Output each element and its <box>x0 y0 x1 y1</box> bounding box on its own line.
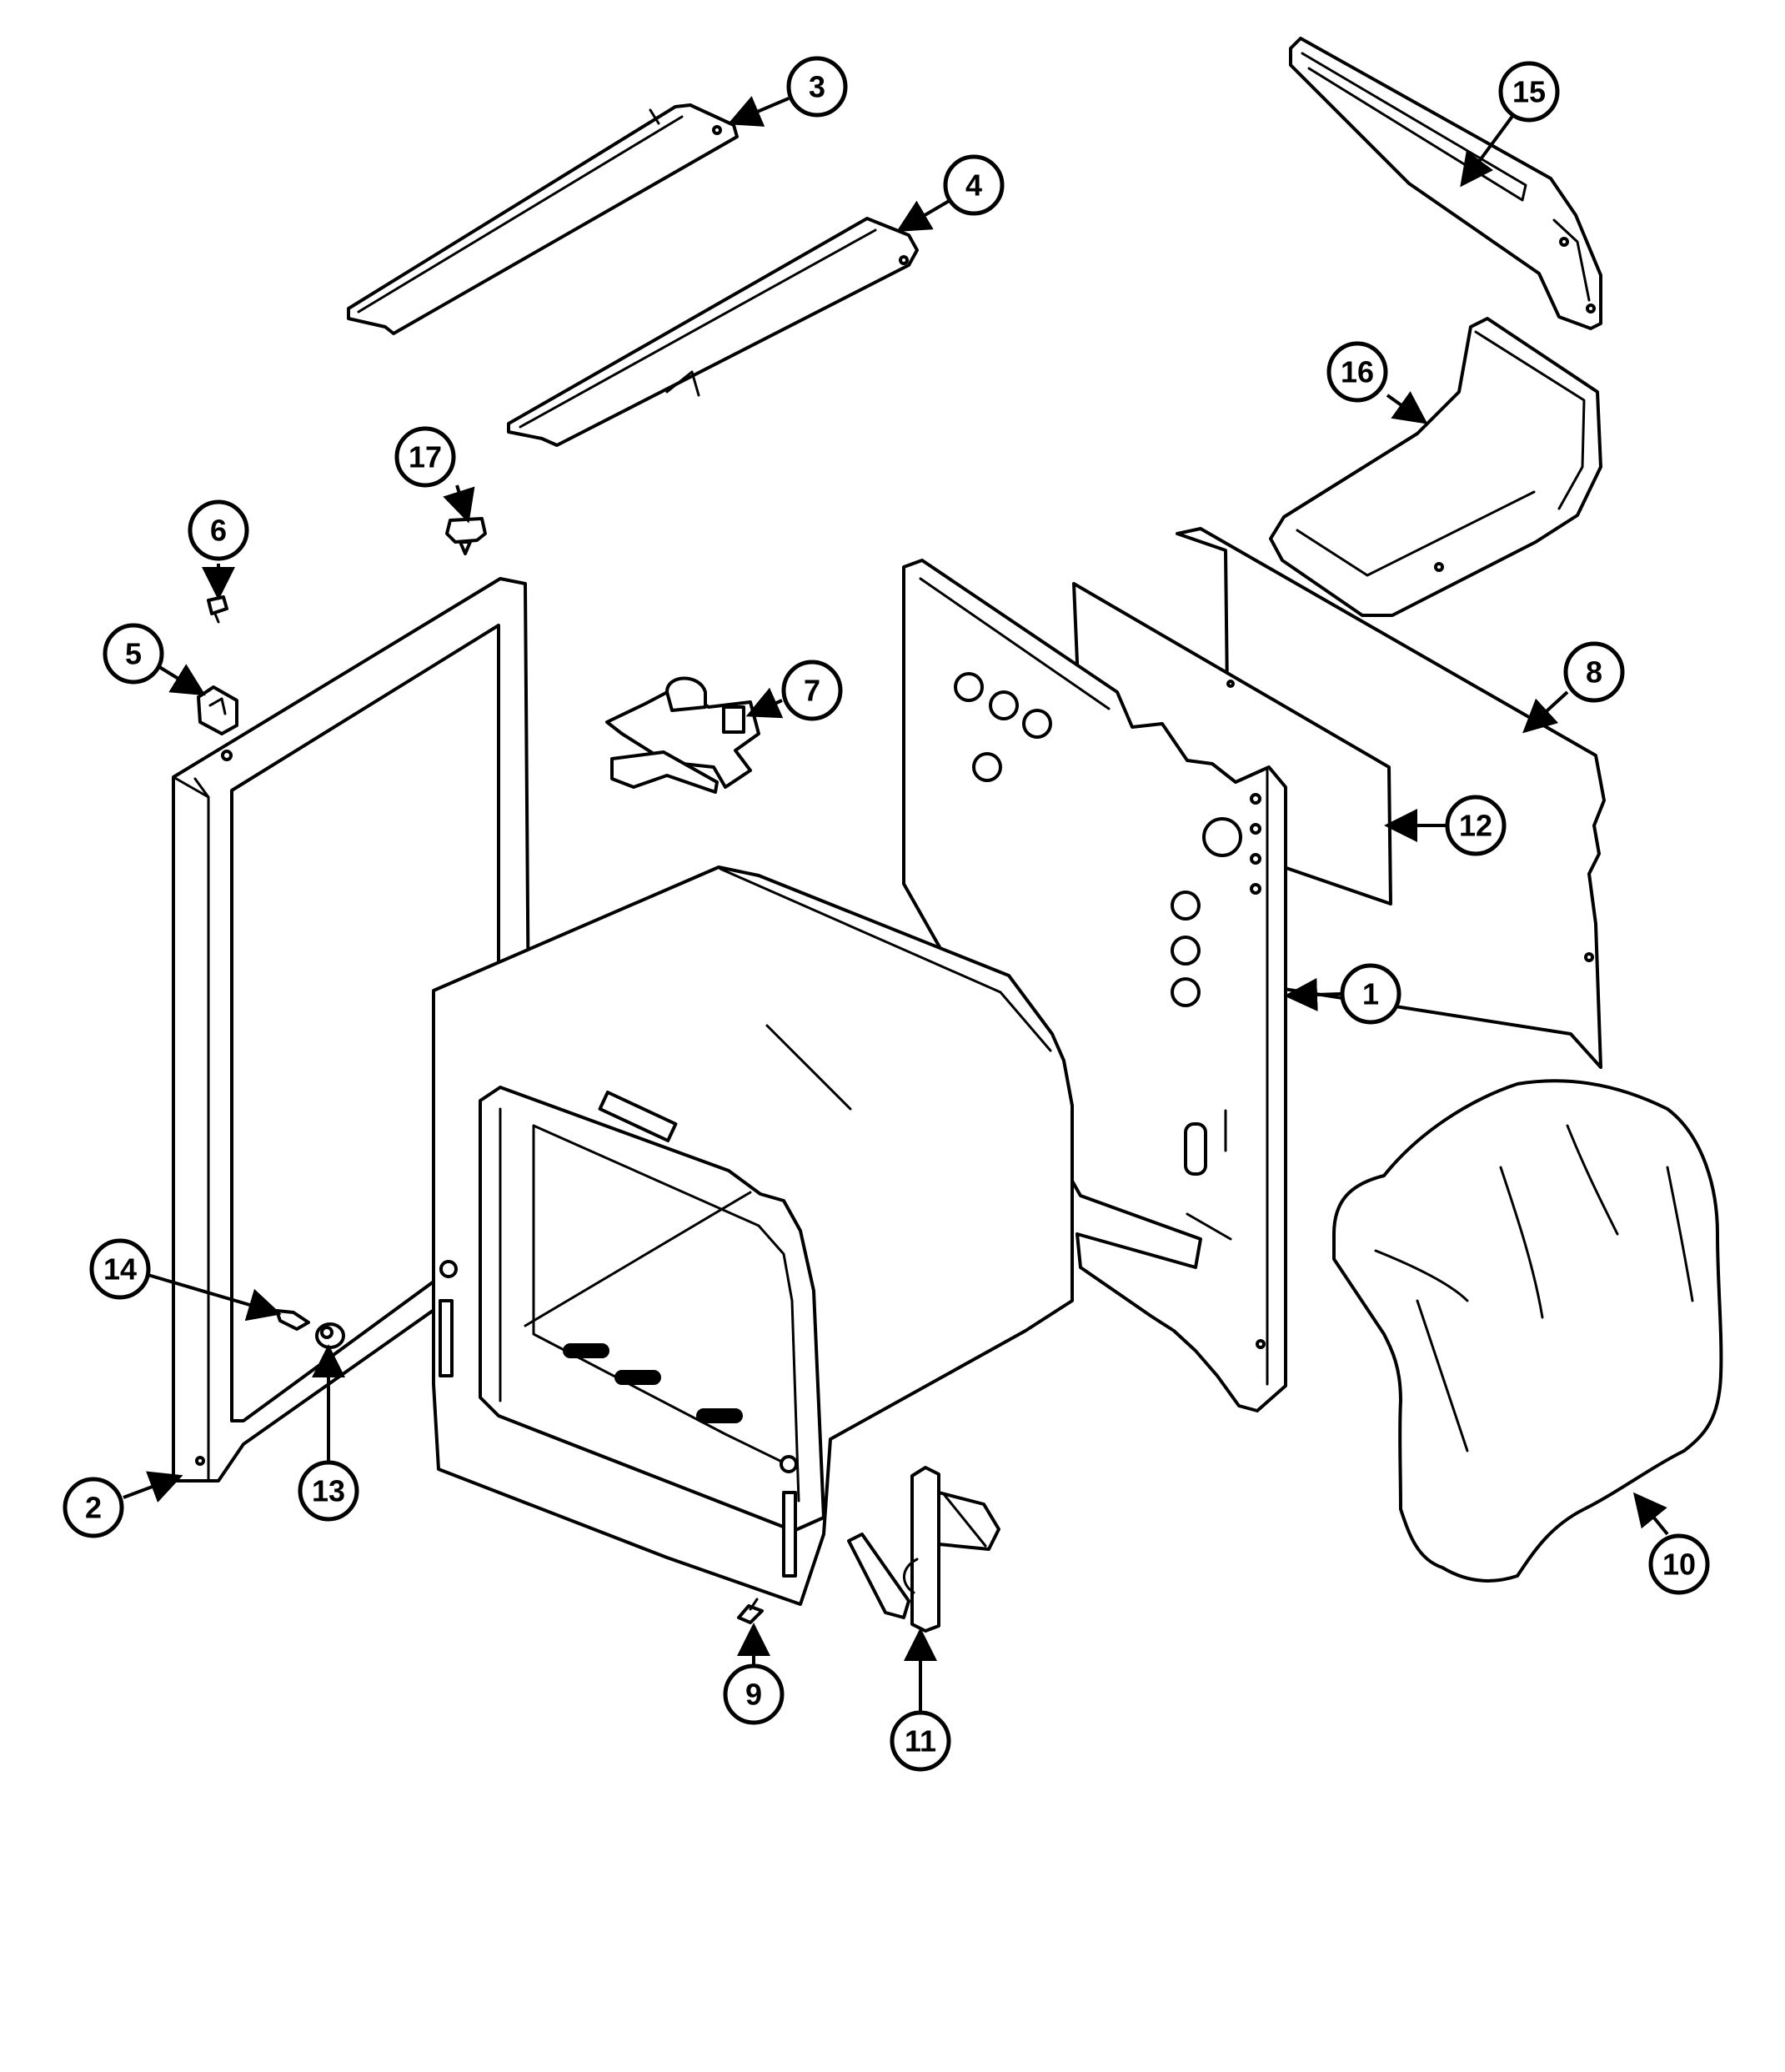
side-frame-part-1 <box>902 559 1287 1412</box>
svg-text:7: 7 <box>804 674 820 708</box>
svg-text:15: 15 <box>1512 75 1546 109</box>
svg-text:4: 4 <box>965 168 982 203</box>
leader-3 <box>727 96 790 127</box>
air-duct-part-16 <box>1269 317 1602 617</box>
leader-2 <box>123 1471 183 1503</box>
svg-text:11: 11 <box>905 1724 936 1758</box>
leader-7 <box>745 687 784 719</box>
callouts: 1 2 3 4 5 6 7 8 9 10 11 12 13 14 15 16 1… <box>63 56 1710 1772</box>
leader-1 <box>1284 977 1341 1011</box>
callout-9: 9 <box>723 1663 785 1725</box>
switch-assembly-part-7 <box>605 676 760 794</box>
svg-text:12: 12 <box>1459 809 1492 843</box>
callout-16: 16 <box>1326 341 1388 403</box>
leader-16 <box>1386 391 1428 424</box>
svg-text:9: 9 <box>745 1678 762 1712</box>
svg-text:14: 14 <box>103 1252 137 1287</box>
hinge-part-11 <box>847 1466 1000 1633</box>
callout-15: 15 <box>1498 61 1560 123</box>
callout-11: 11 <box>890 1710 951 1772</box>
leader-17 <box>443 484 475 524</box>
screw-part-6 <box>207 595 228 624</box>
callout-7: 7 <box>781 660 843 721</box>
leader-10 <box>1632 1492 1669 1536</box>
leader-4 <box>896 198 952 233</box>
oven-liner <box>432 865 1074 1606</box>
air-duct-part-15 <box>1289 37 1602 330</box>
leader-8 <box>1522 690 1569 734</box>
svg-text:10: 10 <box>1662 1548 1696 1582</box>
screw-part-9 <box>737 1598 764 1624</box>
svg-text:13: 13 <box>312 1474 345 1508</box>
bracket-part-5 <box>197 685 238 735</box>
callout-8: 8 <box>1563 641 1625 703</box>
svg-text:3: 3 <box>809 70 825 104</box>
svg-text:6: 6 <box>210 514 227 548</box>
svg-text:5: 5 <box>125 637 142 671</box>
svg-text:1: 1 <box>1362 977 1379 1011</box>
top-rail-part-3 <box>347 103 739 335</box>
callout-12: 12 <box>1445 795 1507 856</box>
callout-2: 2 <box>63 1477 124 1538</box>
callout-17: 17 <box>394 426 456 488</box>
plug-part-13 <box>315 1322 345 1349</box>
bumper-part-17 <box>445 517 487 555</box>
svg-text:17: 17 <box>409 440 442 474</box>
callout-4: 4 <box>943 154 1005 216</box>
svg-text:2: 2 <box>85 1491 102 1525</box>
leader-15 <box>1460 110 1517 188</box>
callout-3: 3 <box>786 56 848 118</box>
callout-13: 13 <box>298 1460 359 1522</box>
callout-1: 1 <box>1340 963 1401 1025</box>
callout-10: 10 <box>1648 1533 1710 1595</box>
leader-lines <box>123 96 1669 1711</box>
callout-14: 14 <box>89 1238 151 1300</box>
callout-6: 6 <box>188 499 249 561</box>
insulation-blanket-part-10 <box>1332 1079 1723 1583</box>
leader-5 <box>155 664 206 696</box>
callout-5: 5 <box>103 623 164 685</box>
svg-text:16: 16 <box>1341 355 1374 389</box>
svg-text:8: 8 <box>1586 655 1602 690</box>
leader-14 <box>144 1272 282 1322</box>
lower-rail-part-4 <box>507 217 919 447</box>
